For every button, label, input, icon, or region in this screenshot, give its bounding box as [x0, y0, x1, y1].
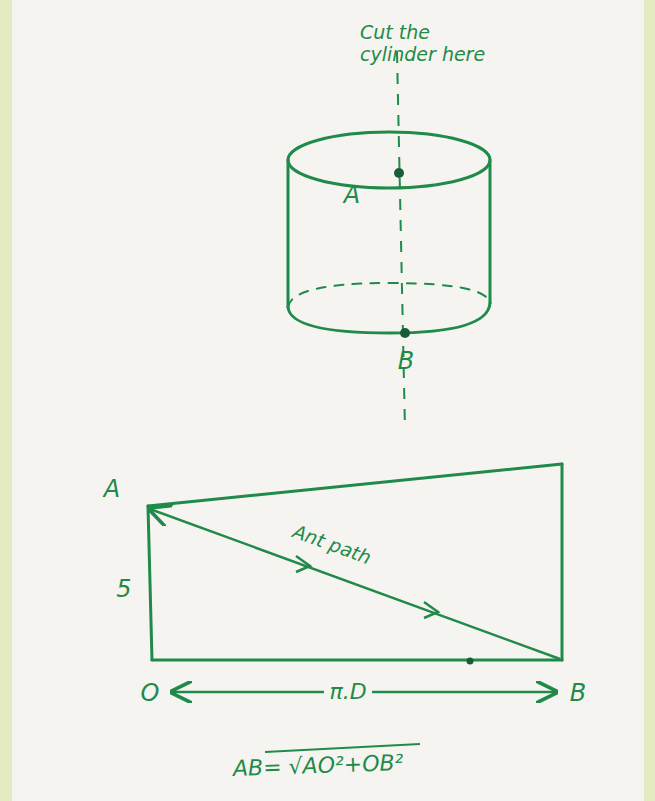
- point-label: A: [344, 182, 360, 210]
- unrolled-rectangle: [148, 464, 562, 660]
- dot: [467, 658, 474, 665]
- cylinder-side: [489, 160, 492, 303]
- point-a: [394, 168, 404, 178]
- cylinder: [288, 132, 490, 333]
- cylinder-bottom-back: [288, 283, 490, 307]
- point-label: B: [398, 348, 414, 376]
- ant-path-line: [150, 509, 560, 659]
- point-label: A: [104, 476, 120, 504]
- formula: AB= √AO²+OB²: [232, 750, 403, 781]
- rect-left: [148, 506, 152, 660]
- dimension: 5: [116, 576, 131, 604]
- rect-top: [148, 464, 562, 506]
- path-arrow: [424, 602, 438, 618]
- point-label: O: [141, 680, 160, 708]
- cut-note: Cut the cylinder here: [360, 22, 510, 66]
- rect-bottom: [152, 659, 562, 662]
- point-label: B: [570, 680, 586, 708]
- rect-right: [561, 464, 564, 660]
- paper: [12, 0, 644, 801]
- cylinder-side: [287, 160, 290, 307]
- path-label: Ant path: [290, 521, 374, 569]
- cylinder-bottom-front: [288, 303, 490, 333]
- dimension: π.D: [324, 679, 371, 704]
- path-arrow: [296, 556, 310, 572]
- point-b: [400, 328, 410, 338]
- cylinder-top: [288, 132, 490, 188]
